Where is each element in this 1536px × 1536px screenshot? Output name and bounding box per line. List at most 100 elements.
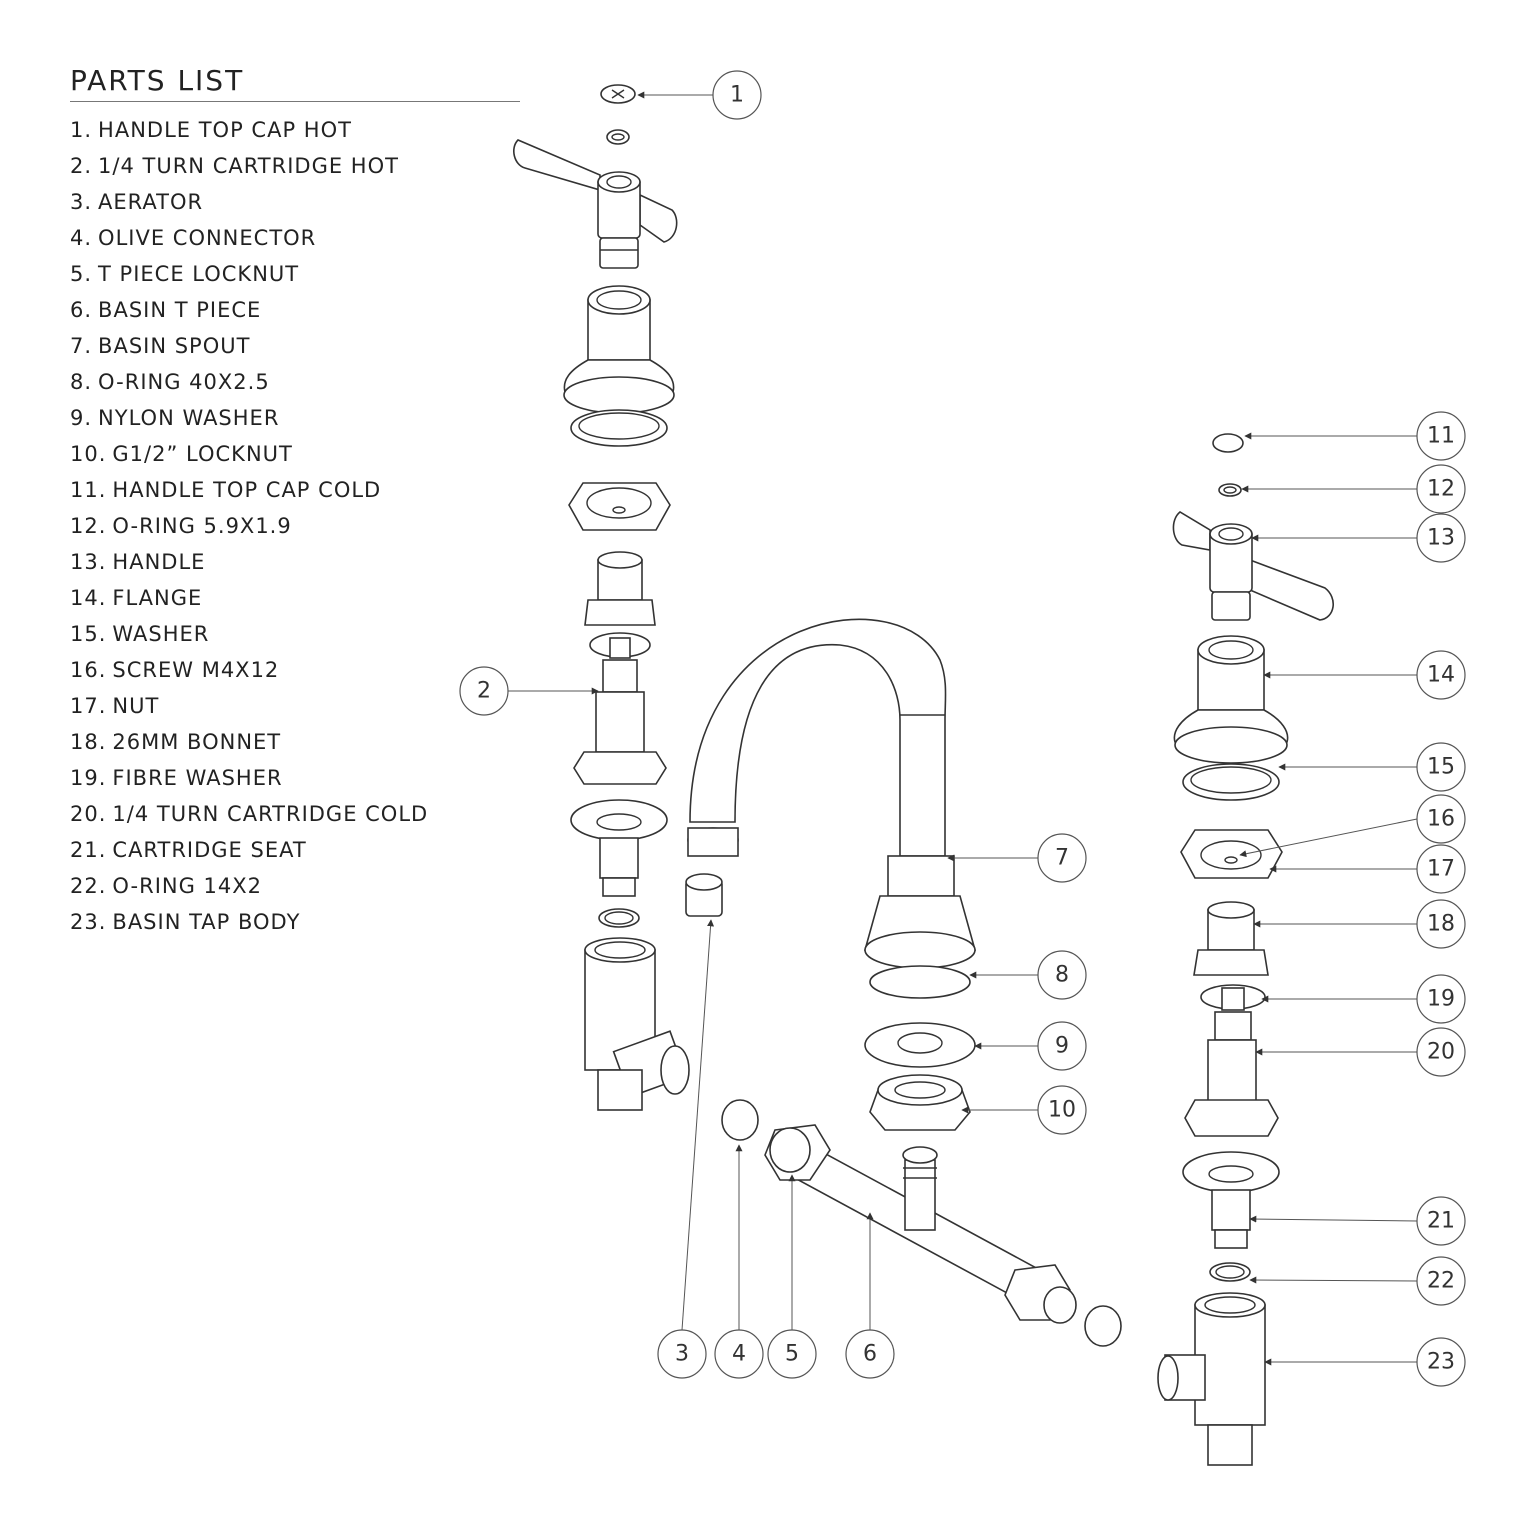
part-number: 13. <box>70 550 107 574</box>
part-number: 6. <box>70 298 93 322</box>
svg-text:19: 19 <box>1427 987 1455 1012</box>
svg-text:12: 12 <box>1427 477 1455 502</box>
list-item: 4.OLIVE CONNECTOR <box>70 220 428 256</box>
callout-9: 9 <box>1037 1021 1087 1071</box>
list-item: 13.HANDLE <box>70 544 428 580</box>
part-name: FLANGE <box>112 586 203 610</box>
callout-10: 10 <box>1037 1085 1087 1135</box>
part-number: 23. <box>70 910 107 934</box>
svg-text:16: 16 <box>1427 807 1455 832</box>
part-number: 20. <box>70 802 107 826</box>
svg-text:23: 23 <box>1427 1350 1455 1375</box>
callout-3: 3 <box>657 1329 707 1379</box>
part-name: O-RING 40X2.5 <box>98 370 270 394</box>
part-name: HANDLE TOP CAP HOT <box>98 118 352 142</box>
svg-text:21: 21 <box>1427 1209 1455 1234</box>
part-number: 2. <box>70 154 93 178</box>
callout-8: 8 <box>1037 950 1087 1000</box>
part-name: BASIN TAP BODY <box>112 910 301 934</box>
callout-22: 22 <box>1416 1256 1466 1306</box>
basin-spout <box>689 618 947 857</box>
part-number: 15. <box>70 622 107 646</box>
part-name: 1/4 TURN CARTRIDGE COLD <box>112 802 429 826</box>
list-item: 8.O-RING 40X2.5 <box>70 364 428 400</box>
part-number: 1. <box>70 118 93 142</box>
svg-text:11: 11 <box>1427 424 1455 449</box>
callout-11: 11 <box>1416 411 1466 461</box>
svg-text:5: 5 <box>785 1342 799 1367</box>
svg-text:20: 20 <box>1427 1040 1455 1065</box>
svg-text:10: 10 <box>1048 1098 1076 1123</box>
part-name: T PIECE LOCKNUT <box>98 262 300 286</box>
list-item: 11.HANDLE TOP CAP COLD <box>70 472 428 508</box>
callout-14: 14 <box>1416 650 1466 700</box>
part-number: 10. <box>70 442 107 466</box>
svg-text:22: 22 <box>1427 1269 1455 1294</box>
part-number: 16. <box>70 658 107 682</box>
part-number: 9. <box>70 406 93 430</box>
part-name: CARTRIDGE SEAT <box>112 838 307 862</box>
svg-text:7: 7 <box>1055 846 1069 871</box>
part-number: 11. <box>70 478 107 502</box>
callout-12: 12 <box>1416 464 1466 514</box>
list-item: 12.O-RING 5.9X1.9 <box>70 508 428 544</box>
svg-text:2: 2 <box>477 679 491 704</box>
part-name: NYLON WASHER <box>98 406 280 430</box>
svg-text:3: 3 <box>675 1342 689 1367</box>
parts-list-title: PARTS LIST <box>70 64 245 97</box>
list-item: 9.NYLON WASHER <box>70 400 428 436</box>
handle-cold <box>1172 511 1211 551</box>
list-item: 5.T PIECE LOCKNUT <box>70 256 428 292</box>
callout-20: 20 <box>1416 1027 1466 1077</box>
list-item: 2.1/4 TURN CARTRIDGE HOT <box>70 148 428 184</box>
part-name: HANDLE <box>112 550 206 574</box>
part-number: 8. <box>70 370 93 394</box>
list-item: 19.FIBRE WASHER <box>70 760 428 796</box>
svg-text:8: 8 <box>1055 963 1069 988</box>
callout-15: 15 <box>1416 742 1466 792</box>
callout-5: 5 <box>767 1329 817 1379</box>
part-name: BASIN SPOUT <box>98 334 251 358</box>
parts-list: 1.HANDLE TOP CAP HOT 2.1/4 TURN CARTRIDG… <box>70 112 428 940</box>
olive-connector <box>721 1099 759 1141</box>
svg-text:4: 4 <box>732 1342 746 1367</box>
svg-text:18: 18 <box>1427 912 1455 937</box>
callout-18: 18 <box>1416 899 1466 949</box>
callout-2: 2 <box>459 666 509 716</box>
callout-7: 7 <box>1037 833 1087 883</box>
list-item: 23.BASIN TAP BODY <box>70 904 428 940</box>
part-name: 26MM BONNET <box>112 730 282 754</box>
callout-21: 21 <box>1416 1196 1466 1246</box>
svg-text:14: 14 <box>1427 663 1455 688</box>
part-name: 1/4 TURN CARTRIDGE HOT <box>98 154 399 178</box>
list-item: 18.26MM BONNET <box>70 724 428 760</box>
hot-tap-assembly <box>513 84 690 1111</box>
svg-text:17: 17 <box>1427 857 1455 882</box>
list-item: 14.FLANGE <box>70 580 428 616</box>
callout-19: 19 <box>1416 974 1466 1024</box>
callout-1: 1 <box>712 70 762 120</box>
callout-13: 13 <box>1416 513 1466 563</box>
svg-text:9: 9 <box>1055 1034 1069 1059</box>
part-number: 12. <box>70 514 107 538</box>
part-number: 22. <box>70 874 107 898</box>
part-number: 21. <box>70 838 107 862</box>
part-name: HANDLE TOP CAP COLD <box>112 478 382 502</box>
list-item: 7.BASIN SPOUT <box>70 328 428 364</box>
top-cap-cold <box>1212 433 1244 453</box>
part-name: O-RING 14X2 <box>112 874 263 898</box>
callout-23: 23 <box>1416 1337 1466 1387</box>
list-item: 3.AERATOR <box>70 184 428 220</box>
svg-text:1: 1 <box>730 83 744 108</box>
list-item: 1.HANDLE TOP CAP HOT <box>70 112 428 148</box>
part-name: NUT <box>112 694 160 718</box>
svg-text:15: 15 <box>1427 755 1455 780</box>
part-name: BASIN T PIECE <box>98 298 262 322</box>
part-number: 19. <box>70 766 107 790</box>
list-item: 6.BASIN T PIECE <box>70 292 428 328</box>
part-number: 17. <box>70 694 107 718</box>
part-name: FIBRE WASHER <box>112 766 283 790</box>
list-item: 22.O-RING 14X2 <box>70 868 428 904</box>
spout-assembly <box>685 618 977 1131</box>
part-name: OLIVE CONNECTOR <box>98 226 317 250</box>
